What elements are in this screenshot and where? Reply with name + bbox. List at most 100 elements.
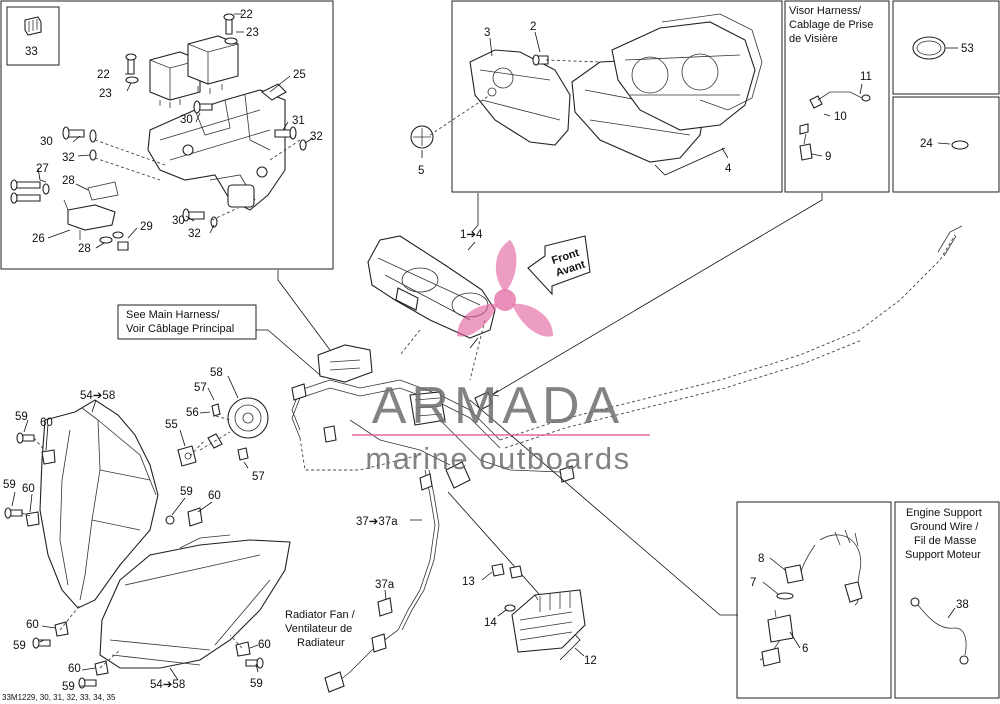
callout-56: 56 bbox=[186, 407, 199, 419]
callout-60-c: 60 bbox=[208, 490, 221, 502]
caption-visor-3: de Visière bbox=[789, 33, 838, 45]
callout-59-a: 59 bbox=[15, 411, 28, 423]
callout-57-top: 57 bbox=[194, 382, 207, 394]
callout-23-top: 23 bbox=[246, 27, 259, 39]
callouts-headlight: 54➔58 59 60 59 60 59 60 60 59 60 59 60 5… bbox=[3, 390, 271, 693]
callout-13: 13 bbox=[462, 576, 475, 588]
gauge-bezel-part-3 bbox=[469, 49, 571, 146]
switch-part-26 bbox=[63, 181, 119, 240]
callout-33: 33 bbox=[25, 46, 38, 58]
callout-8: 8 bbox=[758, 553, 764, 565]
propeller-icon bbox=[457, 240, 553, 337]
radiator-fan-caption: Radiator Fan / Ventilateur de Radiateur bbox=[285, 609, 356, 649]
callout-27: 27 bbox=[36, 163, 49, 175]
callout-3: 3 bbox=[484, 27, 490, 39]
headlight-right bbox=[99, 534, 291, 669]
caption-engine-4: Support Moteur bbox=[905, 549, 981, 561]
relay-modules bbox=[149, 35, 239, 108]
caption-main-harness-2: Voir Câblage Principal bbox=[126, 323, 234, 335]
callout-37a: 37a bbox=[375, 579, 395, 591]
front-direction-arrow: Front Avant bbox=[527, 235, 591, 296]
caption-radiator-3: Radiateur bbox=[297, 637, 345, 649]
callout-59-d: 59 bbox=[13, 640, 26, 652]
callouts-bracket: 22 23 22 23 25 30 31 32 30 32 27 28 26 2… bbox=[32, 9, 323, 255]
callout-37-37a: 37➔37a bbox=[356, 516, 398, 528]
frame-part-53 bbox=[892, 0, 1000, 95]
key-switch-assembly: 8 7 6 bbox=[750, 529, 863, 667]
callout-59-b: 59 bbox=[3, 479, 16, 491]
brand-tagline: marine outboards bbox=[365, 441, 630, 476]
gauge-gasket bbox=[661, 13, 763, 111]
frame-visor-harness bbox=[784, 0, 890, 193]
grommet-part-24: 24 bbox=[920, 138, 969, 150]
gauge-emblem-part-5 bbox=[410, 125, 434, 149]
caption-engine-3: Fil de Masse bbox=[914, 535, 976, 547]
mounting-bracket-part-25 bbox=[147, 83, 287, 211]
caption-radiator-2: Ventilateur de bbox=[285, 623, 352, 635]
headlight-left bbox=[39, 399, 159, 609]
leader-lines-headlight bbox=[11, 399, 259, 687]
callout-14: 14 bbox=[484, 617, 497, 629]
callout-32-bottom: 32 bbox=[188, 228, 201, 240]
main-harness-caption: See Main Harness/ Voir Câblage Principal bbox=[117, 270, 331, 376]
callout-53: 53 bbox=[961, 43, 974, 55]
voltage-regulator-part-12: 13 14 12 bbox=[462, 563, 597, 667]
instrument-cluster-assembled: 1➔4 bbox=[367, 229, 496, 339]
visor-harness-caption: Visor Harness/ Cablage de Prise de Visiè… bbox=[789, 5, 873, 45]
bolts-and-washers-bracket bbox=[10, 13, 307, 251]
clamp-part-53: 53 bbox=[912, 36, 974, 60]
callout-55: 55 bbox=[165, 419, 178, 431]
callout-25: 25 bbox=[293, 69, 306, 81]
callout-32-right: 32 bbox=[310, 131, 323, 143]
caption-visor-1: Visor Harness/ bbox=[789, 5, 862, 17]
callout-30-left: 30 bbox=[40, 136, 53, 148]
leader-line-rectifier bbox=[447, 491, 581, 661]
leader-line-keyswitch bbox=[469, 399, 738, 616]
callout-38: 38 bbox=[956, 599, 969, 611]
callout-54-58-top: 54➔58 bbox=[80, 390, 115, 402]
brand-name: ARMADA bbox=[372, 377, 624, 435]
callout-60-b: 60 bbox=[22, 483, 35, 495]
leader-lines-gauge bbox=[421, 31, 729, 233]
callout-1-to-4: 1➔4 bbox=[460, 229, 483, 241]
frame-part-24 bbox=[892, 96, 1000, 193]
callout-30-top: 30 bbox=[180, 114, 193, 126]
brand-logo: ARMADA marine outboards bbox=[352, 240, 650, 476]
visor-harness-parts: 11 10 9 bbox=[799, 71, 872, 163]
caption-radiator-1: Radiator Fan / bbox=[285, 609, 356, 621]
callout-22-top: 22 bbox=[240, 9, 253, 21]
callout-31: 31 bbox=[292, 115, 305, 127]
callout-12: 12 bbox=[584, 655, 597, 667]
callout-22-left: 22 bbox=[97, 69, 110, 81]
callout-26: 26 bbox=[32, 233, 45, 245]
callout-7: 7 bbox=[750, 577, 756, 589]
callout-30-bottom: 30 bbox=[172, 215, 185, 227]
frame-gauge-assembly bbox=[451, 0, 783, 193]
callout-59-c: 59 bbox=[180, 486, 193, 498]
radiator-fan-harness: 37➔37a 37a bbox=[324, 469, 440, 693]
leader-line-visor bbox=[491, 193, 823, 397]
caption-visor-2: Cablage de Prise bbox=[789, 19, 873, 31]
callout-29: 29 bbox=[140, 221, 153, 233]
callout-60-d: 60 bbox=[26, 619, 39, 631]
engine-ground-caption: Engine Support Ground Wire / Fil de Mass… bbox=[905, 507, 982, 561]
ground-wire-part-38: 38 bbox=[910, 597, 969, 665]
callout-6: 6 bbox=[802, 643, 808, 655]
leader-lines-headlight-top bbox=[179, 375, 249, 469]
leader-lines-bracket bbox=[37, 13, 314, 249]
callout-10: 10 bbox=[834, 111, 847, 123]
gauge-screw-part-2 bbox=[532, 54, 549, 66]
frame-key-switch bbox=[736, 501, 892, 699]
callout-2: 2 bbox=[530, 21, 536, 33]
callout-23-left: 23 bbox=[99, 88, 112, 100]
callout-28-top: 28 bbox=[62, 175, 75, 187]
callout-57-bottom: 57 bbox=[252, 471, 265, 483]
callout-59-f: 59 bbox=[250, 678, 263, 690]
callout-24: 24 bbox=[920, 138, 933, 150]
callout-60-f: 60 bbox=[258, 639, 271, 651]
caption-main-harness-1: See Main Harness/ bbox=[126, 309, 220, 321]
callout-5: 5 bbox=[418, 165, 424, 177]
main-wiring-harness bbox=[291, 225, 963, 489]
callout-4: 4 bbox=[725, 163, 732, 175]
